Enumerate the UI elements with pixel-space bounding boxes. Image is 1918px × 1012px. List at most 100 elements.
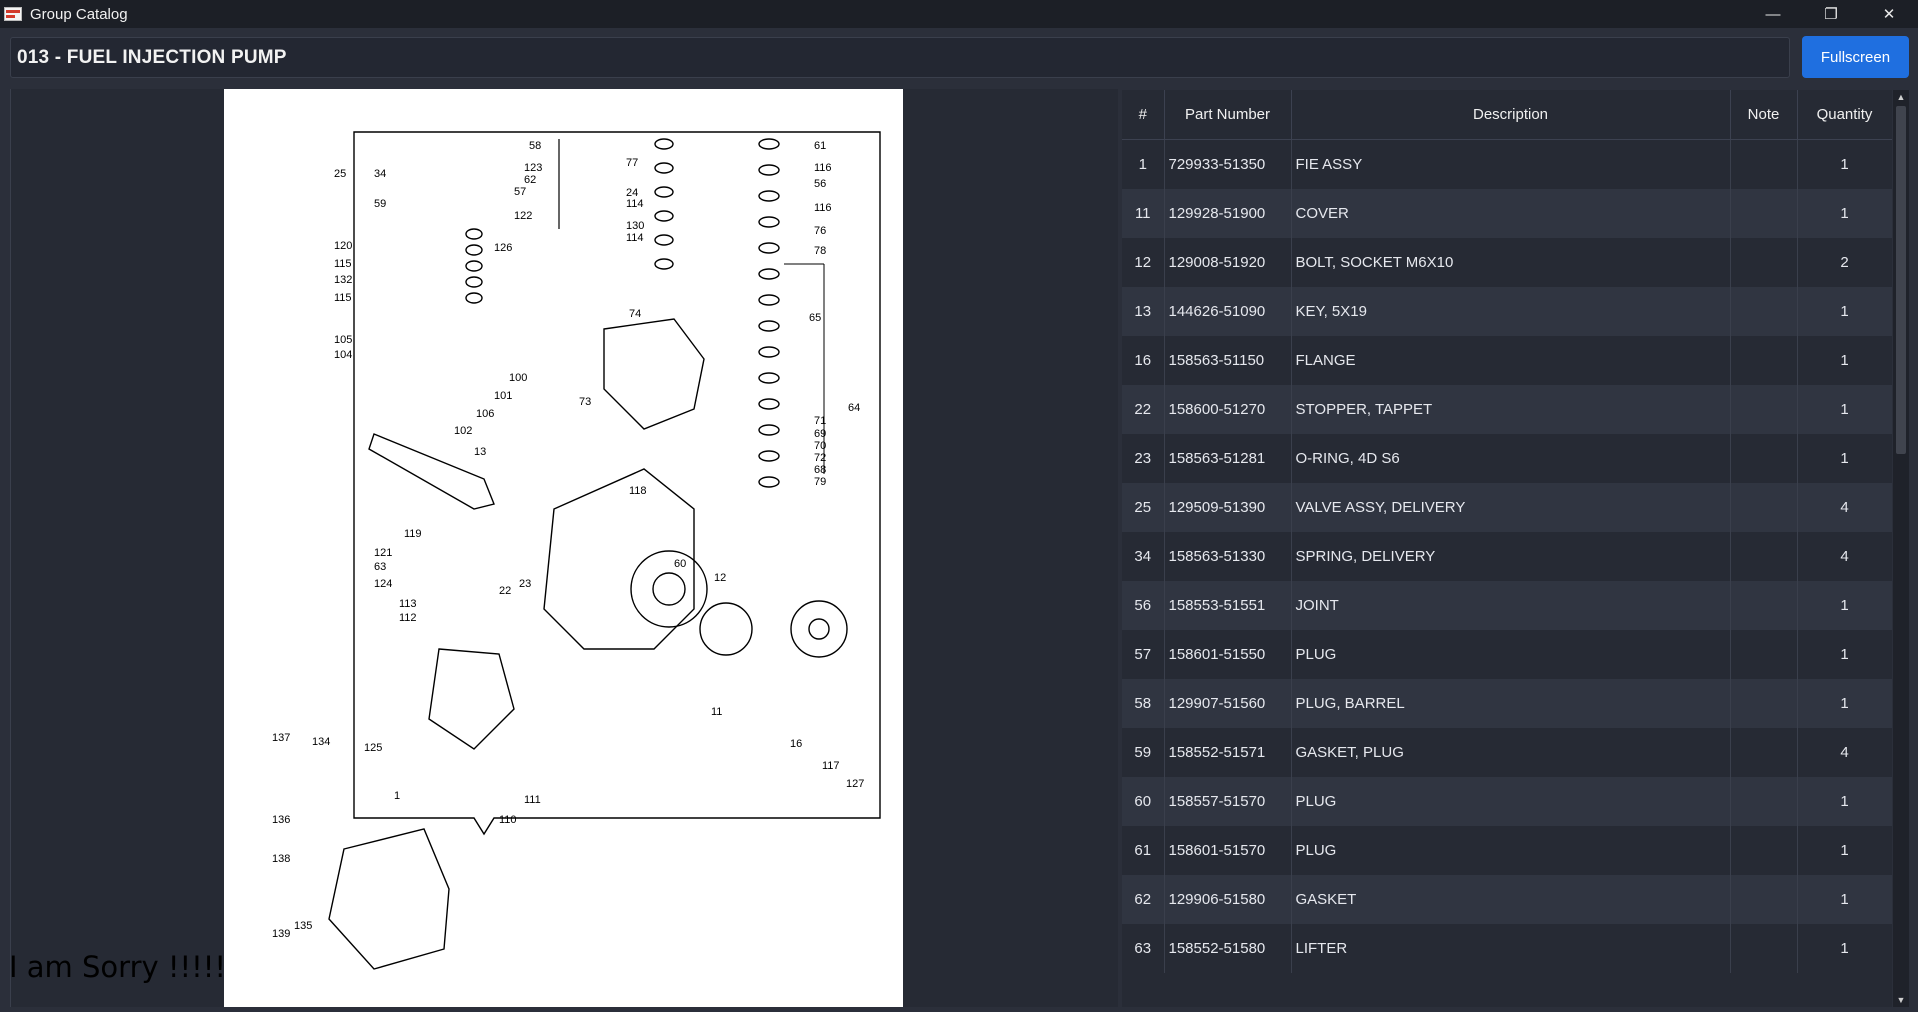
- callout-label: 76: [814, 225, 826, 237]
- part-number-cell: 158601-51550: [1164, 630, 1292, 679]
- fullscreen-button[interactable]: Fullscreen: [1802, 36, 1909, 78]
- stack-part: [758, 476, 780, 488]
- stack-part: [758, 372, 780, 384]
- minimize-icon[interactable]: —: [1765, 5, 1781, 23]
- column-header-part-number[interactable]: Part Number: [1164, 90, 1292, 140]
- part-number-cell: 129906-51580: [1164, 875, 1292, 924]
- callout-label: 117: [822, 760, 840, 772]
- part-number-cell: 129907-51560: [1164, 679, 1292, 728]
- scroll-up-icon[interactable]: ▲: [1896, 92, 1906, 102]
- left-part: [465, 244, 483, 256]
- callout-label: 123: [524, 162, 542, 174]
- part-number-cell: 129509-51390: [1164, 483, 1292, 532]
- callout-label: 122: [514, 210, 532, 222]
- flange-16: [790, 600, 848, 658]
- callout-label: 114: [626, 198, 644, 210]
- callout-label: 111: [524, 794, 541, 806]
- description-cell: STOPPER, TAPPET: [1291, 385, 1731, 434]
- description-cell: FIE ASSY: [1291, 139, 1731, 189]
- callout-label: 68: [814, 464, 826, 476]
- quantity-cell: 1: [1797, 875, 1892, 924]
- stack-part: [758, 346, 780, 358]
- pump-assembly-thumbnail: [328, 828, 450, 970]
- parts-table-panel: # Part Number Description Note Quantity …: [1122, 90, 1892, 1007]
- callout-label: 134: [312, 736, 330, 748]
- parts-table: # Part Number Description Note Quantity …: [1122, 90, 1892, 973]
- callout-label: 115: [334, 292, 352, 304]
- description-cell: PLUG: [1291, 630, 1731, 679]
- callout-label: 72: [814, 452, 826, 464]
- scroll-down-icon[interactable]: ▼: [1896, 995, 1906, 1005]
- column-header-number[interactable]: #: [1122, 90, 1165, 140]
- note-cell: [1730, 434, 1798, 483]
- callout-label: 1: [394, 790, 400, 802]
- callout-label: 116: [814, 202, 832, 214]
- callout-label: 34: [374, 168, 386, 180]
- callout-label: 132: [334, 274, 352, 286]
- description-cell: BOLT, SOCKET M6X10: [1291, 238, 1731, 287]
- row-number: 22: [1122, 385, 1165, 434]
- table-scrollbar[interactable]: ▲ ▼: [1893, 90, 1909, 1007]
- part-number-cell: 158563-51281: [1164, 434, 1292, 483]
- description-cell: JOINT: [1291, 581, 1731, 630]
- callout-label: 65: [809, 312, 821, 324]
- row-number: 57: [1122, 630, 1165, 679]
- quantity-cell: 1: [1797, 385, 1892, 434]
- callout-label: 58: [529, 140, 541, 152]
- page-title: 013 - FUEL INJECTION PUMP: [17, 46, 287, 68]
- row-number: 23: [1122, 434, 1165, 483]
- description-cell: PLUG, BARREL: [1291, 679, 1731, 728]
- callout-label: 59: [374, 198, 386, 210]
- column-header-note[interactable]: Note: [1730, 90, 1798, 140]
- callout-label: 11: [711, 706, 722, 718]
- scrollbar-thumb[interactable]: [1896, 106, 1906, 454]
- column-header-quantity[interactable]: Quantity: [1797, 90, 1892, 140]
- stack-part: [758, 294, 780, 306]
- stack-part: [758, 268, 780, 280]
- callout-label: 139: [272, 928, 290, 940]
- group-header: 013 - FUEL INJECTION PUMP: [10, 37, 1790, 78]
- description-cell: VALVE ASSY, DELIVERY: [1291, 483, 1731, 532]
- restore-icon[interactable]: ❐: [1824, 6, 1838, 23]
- window-controls: — ❐ ✕: [1744, 0, 1918, 28]
- callout-label: 70: [814, 440, 826, 452]
- column-header-description[interactable]: Description: [1291, 90, 1731, 140]
- callout-label: 73: [579, 396, 591, 408]
- window-titlebar: Group Catalog — ❐ ✕: [0, 0, 1918, 28]
- quantity-cell: 2: [1797, 238, 1892, 287]
- callout-label: 120: [334, 240, 352, 252]
- part-number-cell: 158601-51570: [1164, 826, 1292, 875]
- stack-part: [758, 424, 780, 436]
- close-icon[interactable]: ✕: [1882, 6, 1896, 23]
- note-cell: [1730, 287, 1798, 336]
- stack-part: [758, 216, 780, 228]
- row-number: 13: [1122, 287, 1165, 336]
- pump-head: [603, 318, 705, 430]
- callout-label: 78: [814, 245, 826, 257]
- quantity-cell: 1: [1797, 139, 1892, 189]
- description-cell: PLUG: [1291, 826, 1731, 875]
- stack-part: [758, 164, 780, 176]
- description-cell: COVER: [1291, 189, 1731, 238]
- flange-ring: [630, 550, 708, 628]
- part-number-cell: 158600-51270: [1164, 385, 1292, 434]
